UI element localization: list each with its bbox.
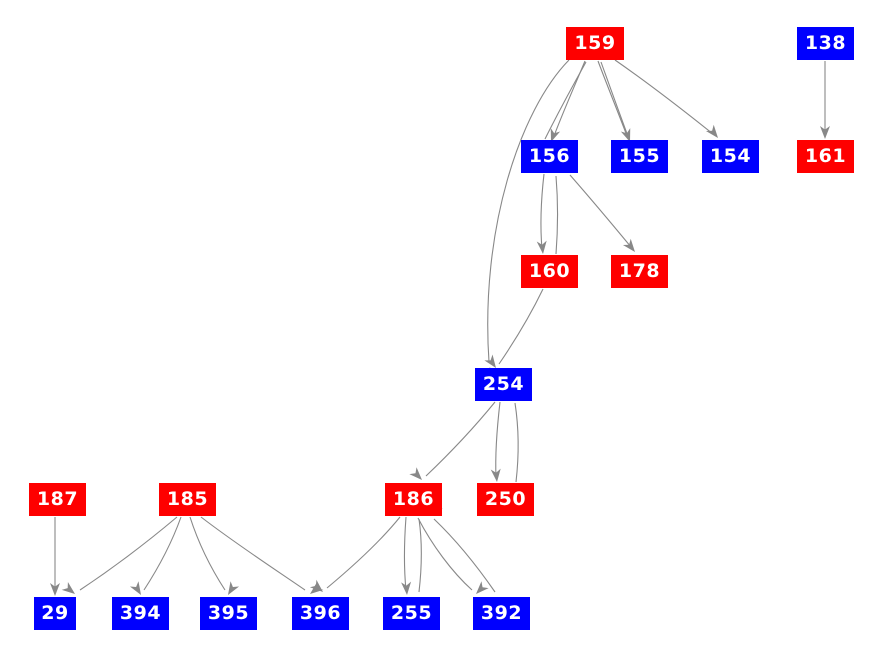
graph-node-label: 138 bbox=[804, 32, 847, 54]
graph-edge-arrowhead bbox=[401, 581, 412, 595]
graph-edge bbox=[487, 59, 570, 363]
graph-node-label: 396 bbox=[299, 602, 342, 624]
graph-node-187[interactable]: 187 bbox=[29, 483, 86, 516]
graph-edge bbox=[418, 518, 422, 593]
graph-node-159[interactable]: 159 bbox=[566, 27, 624, 60]
graph-edge bbox=[498, 288, 544, 365]
graph-node-label: 159 bbox=[574, 32, 616, 54]
graph-node-392[interactable]: 392 bbox=[473, 597, 530, 630]
graph-edge bbox=[425, 401, 496, 477]
graph-edge-arrowhead bbox=[129, 581, 141, 595]
graph-node-label: 161 bbox=[804, 145, 847, 167]
graph-edge bbox=[495, 401, 501, 478]
graph-node-395[interactable]: 395 bbox=[200, 597, 257, 630]
graph-node-label: 185 bbox=[166, 488, 209, 510]
graph-edge-arrowhead bbox=[409, 467, 422, 480]
graph-edge bbox=[600, 61, 630, 140]
graph-edge-arrowhead bbox=[476, 581, 489, 594]
graph-edge bbox=[597, 60, 628, 137]
graph-node-160[interactable]: 160 bbox=[521, 255, 578, 288]
graph-edge bbox=[143, 516, 182, 591]
graph-node-154[interactable]: 154 bbox=[702, 140, 759, 173]
graph-node-label: 255 bbox=[390, 602, 433, 624]
graph-edge-arrowhead bbox=[820, 126, 830, 139]
graph-node-178[interactable]: 178 bbox=[611, 255, 668, 288]
graph-node-label: 186 bbox=[392, 488, 435, 510]
graph-node-label: 394 bbox=[119, 602, 162, 624]
graph-node-138[interactable]: 138 bbox=[797, 27, 854, 60]
graph-edge-arrowhead bbox=[620, 128, 631, 142]
graph-edge-arrowhead bbox=[228, 581, 240, 595]
graph-edge bbox=[200, 516, 306, 591]
graph-node-label: 29 bbox=[41, 602, 69, 624]
graph-edge bbox=[544, 61, 587, 140]
graph-node-185[interactable]: 185 bbox=[159, 483, 216, 516]
graph-edge-arrowhead bbox=[550, 128, 561, 142]
graph-edge bbox=[326, 516, 401, 589]
graph-edge-arrowhead bbox=[61, 582, 75, 594]
graph-edge-arrowhead bbox=[484, 354, 496, 368]
graph-edge-arrowhead bbox=[309, 579, 323, 592]
graph-edge-arrowhead bbox=[705, 124, 718, 138]
graph-node-394[interactable]: 394 bbox=[112, 597, 169, 630]
graph-node-label: 254 bbox=[482, 373, 525, 395]
graph-node-label: 160 bbox=[528, 260, 571, 282]
graph-edge bbox=[569, 174, 632, 248]
graph-edge bbox=[614, 59, 714, 135]
graph-edge bbox=[417, 517, 473, 591]
graph-edge-arrowhead bbox=[622, 238, 635, 252]
graph-node-label: 155 bbox=[618, 145, 661, 167]
graph-node-155[interactable]: 155 bbox=[611, 140, 668, 173]
graph-node-186[interactable]: 186 bbox=[385, 483, 442, 516]
graph-node-250[interactable]: 250 bbox=[477, 483, 534, 516]
graph-node-161[interactable]: 161 bbox=[797, 140, 854, 173]
graph-node-254[interactable]: 254 bbox=[475, 368, 532, 401]
graph-edge bbox=[433, 518, 496, 593]
graph-edge-arrowhead bbox=[536, 240, 547, 254]
graph-node-156[interactable]: 156 bbox=[521, 140, 578, 173]
graph-node-label: 392 bbox=[480, 602, 523, 624]
graph-edge bbox=[555, 175, 559, 255]
graph-edge bbox=[79, 516, 178, 591]
graph-node-396[interactable]: 396 bbox=[292, 597, 349, 630]
graph-node-label: 154 bbox=[709, 145, 752, 167]
graph-edge bbox=[540, 173, 545, 250]
graph-node-255[interactable]: 255 bbox=[383, 597, 440, 630]
graph-node-label: 395 bbox=[207, 602, 250, 624]
graph-edge bbox=[189, 516, 226, 591]
graph-edge-arrowhead bbox=[50, 583, 60, 596]
graph-node-label: 187 bbox=[36, 488, 79, 510]
graph-node-label: 156 bbox=[528, 145, 571, 167]
graph-edge bbox=[514, 402, 519, 483]
graph-node-label: 178 bbox=[618, 260, 661, 282]
graph-edge-arrowhead bbox=[490, 468, 501, 482]
graph-edge bbox=[403, 516, 407, 591]
graph-node-29[interactable]: 29 bbox=[34, 597, 76, 630]
graph-node-label: 250 bbox=[484, 488, 527, 510]
